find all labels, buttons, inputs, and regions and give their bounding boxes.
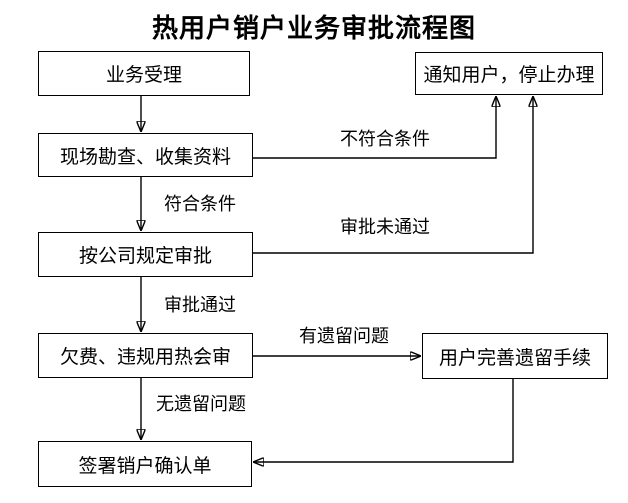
- flow-node-accept: 业务受理: [38, 51, 250, 96]
- flow-node-joint-review: 欠费、违规用热会审: [38, 333, 253, 378]
- edge-label-qualified: 符合条件: [164, 194, 236, 215]
- flow-node-notify-stop: 通知用户，停止办理: [415, 52, 603, 95]
- flow-node-sign-confirmation: 签署销户确认单: [38, 441, 252, 487]
- flow-node-survey: 现场勘查、收集资料: [38, 133, 253, 177]
- edge-label-no-issues: 无遗留问题: [156, 394, 246, 415]
- edge-label-not-qualified: 不符合条件: [340, 129, 430, 150]
- flow-node-company-approval: 按公司规定审批: [38, 232, 253, 277]
- connector-approval-to-notify: [253, 97, 533, 254]
- connector-survey-to-notify: [253, 97, 496, 159]
- edge-label-approval-passed: 审批通过: [164, 295, 236, 316]
- connector-complete-to-sign: [254, 379, 514, 462]
- flowchart-title: 热用户销户业务审批流程图: [151, 13, 476, 43]
- edge-label-has-issues: 有遗留问题: [299, 326, 389, 347]
- edge-label-approval-failed: 审批未通过: [340, 217, 430, 238]
- flow-node-complete-procedures: 用户完善遗留手续: [422, 333, 608, 379]
